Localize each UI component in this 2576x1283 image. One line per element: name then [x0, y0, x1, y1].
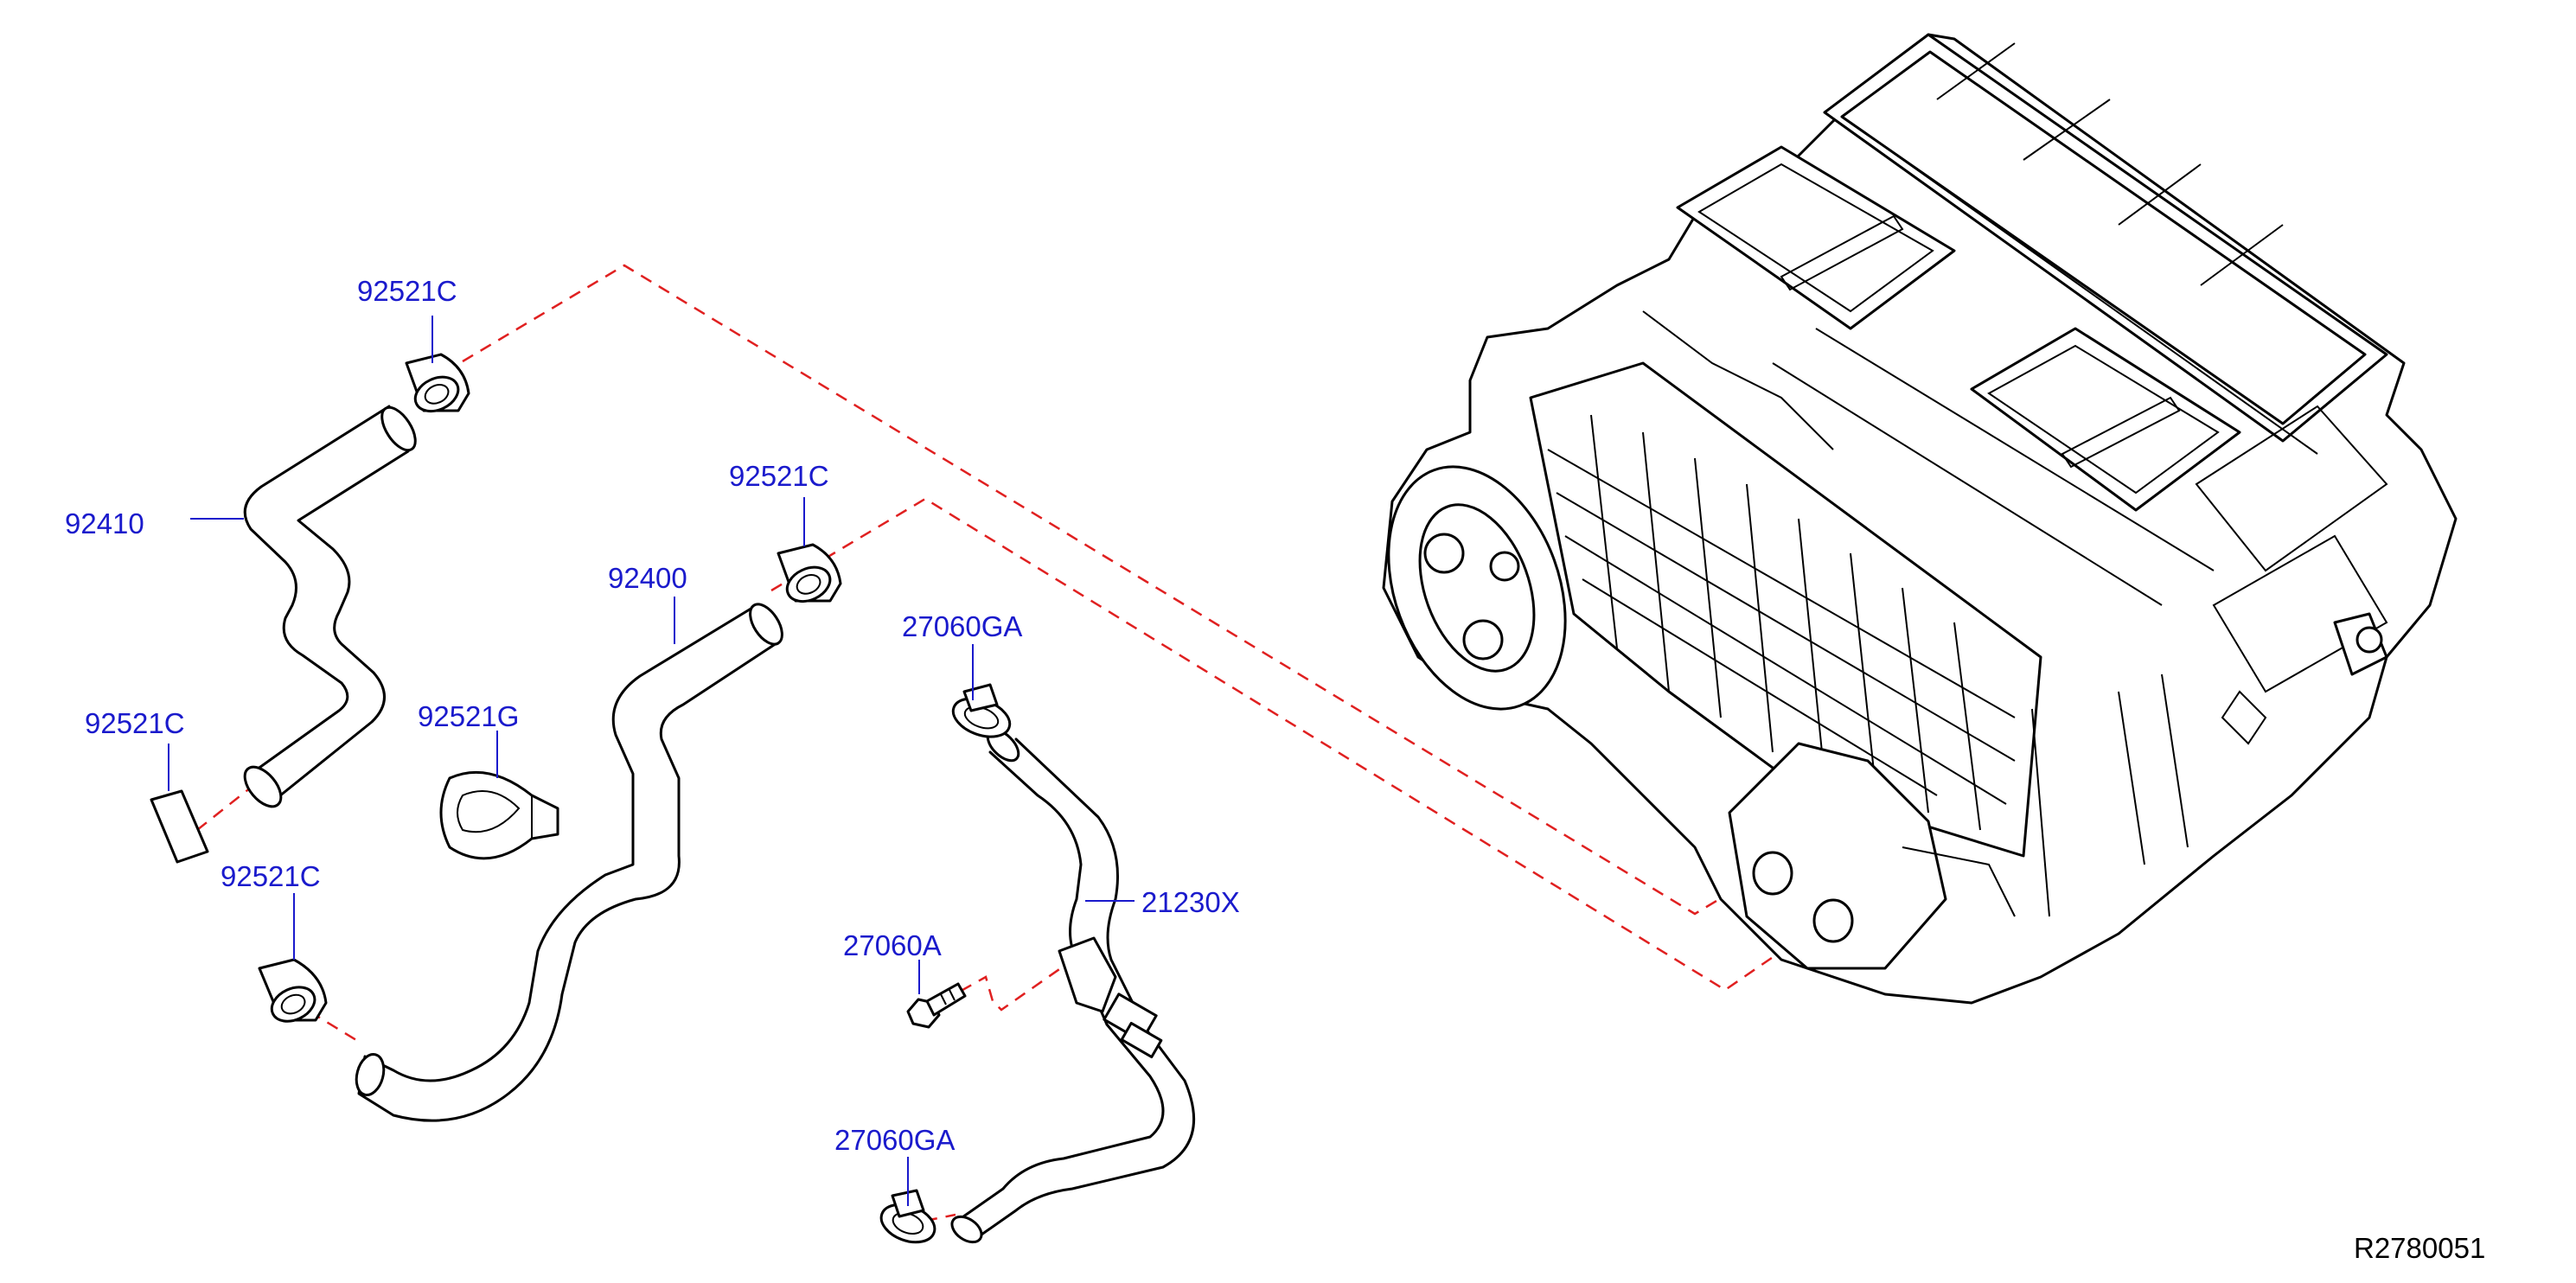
hvac-pipe-upper	[1752, 851, 1793, 896]
label-clamp-bottom: 92521C	[221, 860, 321, 892]
hvac-pipe-lower	[1812, 898, 1854, 943]
label-clip-bottom: 27060GA	[834, 1124, 955, 1156]
clamp-92521c-bottom	[258, 958, 328, 1023]
hose-92400-top-end	[749, 603, 783, 646]
clamps	[150, 353, 842, 1023]
hose-92400-outline	[357, 603, 778, 1122]
label-clamp-left: 92521C	[85, 707, 185, 739]
label-clamp-mid: 92521C	[729, 460, 829, 492]
bolt-27060a	[906, 982, 967, 1029]
hose-21230x	[950, 728, 1196, 1244]
hose-92400-bottom-end	[355, 1052, 386, 1097]
label-bolt: 27060A	[843, 929, 942, 961]
hose-92410-outline	[243, 405, 410, 801]
label-hose-21230x: 21230X	[1141, 886, 1240, 918]
label-clip-92521g: 92521G	[418, 700, 519, 732]
hose-21230x-fitting-collar	[1120, 1021, 1163, 1059]
hose-21230x-bottom-end	[950, 1215, 983, 1244]
hvac-filter-inner	[1840, 50, 2367, 425]
hose-21230x-bracket	[1058, 936, 1117, 1013]
hvac-grille-lines	[1547, 414, 2016, 831]
label-hose-92400: 92400	[608, 562, 687, 594]
label-clamp-top: 92521C	[357, 275, 457, 307]
clamp-92521c-top	[405, 353, 470, 413]
dashed-line-hose-92400-top	[770, 497, 1795, 992]
clamp-92521c-mid	[777, 543, 842, 603]
dashed-line-hose-92410-top	[462, 264, 1735, 916]
hose-92410-bottom-end	[243, 765, 283, 808]
hose-92400	[355, 603, 783, 1122]
hose-92410-top-end	[380, 405, 417, 452]
label-clip-top: 27060GA	[902, 610, 1022, 642]
clamp-92521c-left	[150, 789, 209, 864]
reference-code: R2780051	[2354, 1232, 2485, 1264]
hvac-heater-core-box	[1728, 742, 1947, 970]
leader-lines	[168, 316, 1135, 1206]
callouts: 92521C 92410 92521C 92400 92521C 92521G …	[65, 275, 1240, 1156]
hose-92410	[243, 405, 417, 808]
hvac-unit	[1382, 33, 2458, 1005]
clip-92521g	[439, 770, 559, 860]
label-hose-92410: 92410	[65, 507, 144, 539]
